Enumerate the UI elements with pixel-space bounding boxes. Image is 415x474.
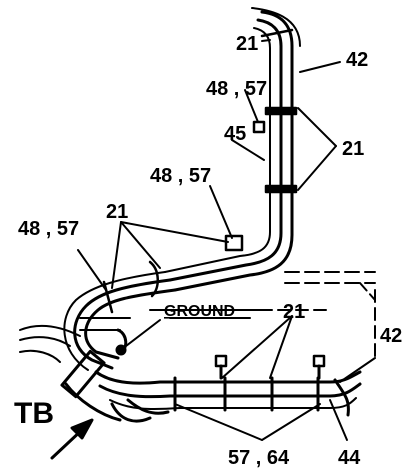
label-tb: TB — [14, 397, 54, 430]
label-48-57-c: 48 , 57 — [18, 218, 79, 240]
chassis-frame — [19, 271, 376, 363]
label-ground: GROUND — [164, 303, 235, 320]
label-21-mid: 21 — [106, 201, 128, 223]
label-48-57-a: 48 , 57 — [206, 78, 267, 100]
label-44: 44 — [338, 447, 361, 469]
label-21-right: 21 — [342, 138, 364, 160]
label-57-64: 57 , 64 — [228, 447, 290, 469]
tb-arrow — [50, 418, 94, 460]
ground-strap — [115, 319, 161, 356]
label-21-top: 21 — [236, 33, 258, 55]
terminal-block — [60, 349, 170, 423]
leader-lines — [77, 39, 376, 441]
label-21-low: 21 — [283, 301, 305, 323]
harness-42-upper — [164, 7, 301, 292]
label-45: 45 — [224, 123, 246, 145]
label-42-top: 42 — [346, 49, 368, 71]
clamp-upper — [252, 28, 298, 194]
label-42-low: 42 — [380, 325, 402, 347]
harness-bend — [63, 234, 244, 371]
label-48-57-b: 48 , 57 — [150, 165, 211, 187]
